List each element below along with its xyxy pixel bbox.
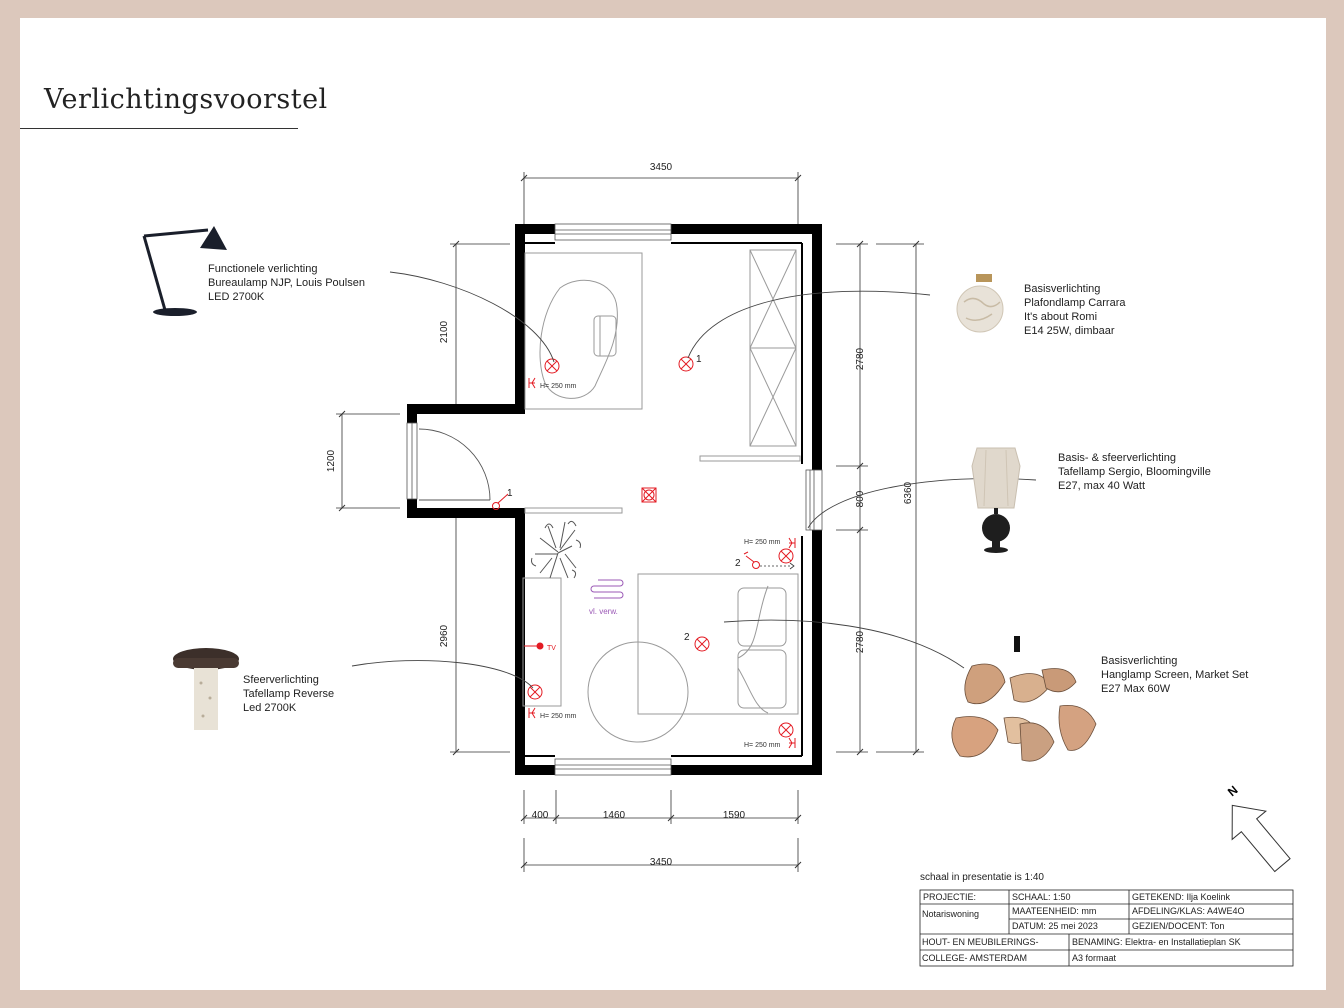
label-ceiling-line-3: It's about Romi xyxy=(1024,311,1098,323)
switch-1-icon xyxy=(492,502,500,510)
label-reverse-line-1: Sfeerverlichting xyxy=(243,674,319,686)
tb-projectie: PROJECTIE: xyxy=(923,892,977,902)
floor-heating-label: vl. verw. xyxy=(589,607,618,616)
label-functional-line-3: LED 2700K xyxy=(208,291,265,303)
dim-bottom: 3450 xyxy=(650,857,673,868)
title-block-grid xyxy=(919,889,1294,967)
tb-schaal: SCHAAL: 1:50 xyxy=(1012,892,1071,902)
pendant-lamp-image xyxy=(951,636,1097,762)
inner-wall-lines xyxy=(525,242,803,757)
tb-project-name: Notariswoning xyxy=(922,909,980,919)
windows xyxy=(406,223,823,776)
label-reverse-light: Sfeerverlichting Tafellamp Reverse Led 2… xyxy=(243,673,334,715)
dim-left-door: 1200 xyxy=(326,449,337,472)
dim-right-window: 800 xyxy=(855,490,866,507)
label-reverse-line-3: Led 2700K xyxy=(243,702,297,714)
plant xyxy=(531,520,581,579)
tb-school-line-1: HOUT- EN MEUBILERINGS- xyxy=(922,937,1039,947)
label-pendant-line-3: E27 Max 60W xyxy=(1101,683,1171,695)
tb-afdeling: AFDELING/KLAS: A4WE4O xyxy=(1132,906,1245,916)
electrical-symbols xyxy=(492,356,796,749)
tv-label: TV xyxy=(547,645,556,652)
dim-bottom-b: 1460 xyxy=(603,810,626,821)
page-title: Verlichtingsvoorstel xyxy=(44,84,328,115)
label-sergio-line-3: E27, max 40 Watt xyxy=(1058,480,1146,492)
scale-note: schaal in presentatie is 1:40 xyxy=(920,872,1044,883)
label-pendant-light: Basisverlichting Hanglamp Screen, Market… xyxy=(1101,654,1248,696)
label-sergio-light: Basis- & sfeerverlichting Tafellamp Serg… xyxy=(1058,451,1211,493)
tv-outlet-icon xyxy=(536,642,544,650)
title-underline xyxy=(20,128,298,129)
label-functional-light: Functionele verlichting Bureaulamp NJP, … xyxy=(208,262,365,304)
floor-plan: 3450 3450 400 1460 1590 2100 1200 2960 2… xyxy=(142,162,1294,967)
tb-benaming: BENAMING: Elektra- en Installatieplan SK xyxy=(1072,937,1241,947)
light-point-ceiling-1 xyxy=(678,356,694,372)
entrance-door xyxy=(418,428,491,501)
dim-right-total: 6360 xyxy=(903,481,914,504)
socket-height-label-1: H= 250 mm xyxy=(540,383,577,390)
dim-top: 3450 xyxy=(650,162,673,173)
dim-bottom-c: 1590 xyxy=(723,810,746,821)
desk-lamp-image xyxy=(142,226,227,316)
label-pendant-line-2: Hanglamp Screen, Market Set xyxy=(1101,669,1249,681)
dim-left-lower: 2960 xyxy=(439,624,450,647)
dim-right-lower: 2780 xyxy=(855,630,866,653)
tb-gezien: GEZIEN/DOCENT: Ton xyxy=(1132,921,1225,931)
label-reverse-line-2: Tafellamp Reverse xyxy=(243,688,335,700)
tb-datum: DATUM: 25 mei 2023 xyxy=(1012,921,1098,931)
sergio-lamp-image xyxy=(971,447,1021,553)
light-point-right-lower xyxy=(778,722,794,738)
switch-2-label: 2 xyxy=(735,558,741,569)
label-ceiling-line-4: E14 25W, dimbaar xyxy=(1024,325,1115,337)
socket-height-label-4: H= 250 mm xyxy=(744,742,781,749)
walls xyxy=(407,224,822,775)
reverse-lamp-image xyxy=(173,648,239,730)
light-2-label: 2 xyxy=(684,632,690,643)
label-functional-line-1: Functionele verlichting xyxy=(208,263,318,275)
label-ceiling-line-1: Basisverlichting xyxy=(1024,283,1101,295)
tb-maateenheid: MAATEENHEID: mm xyxy=(1012,906,1097,916)
label-ceiling-light: Basisverlichting Plafondlamp Carrara It'… xyxy=(1024,282,1126,338)
north-arrow-icon xyxy=(1231,804,1291,873)
label-functional-line-2: Bureaulamp NJP, Louis Poulsen xyxy=(208,277,365,289)
smoke-detector-icon xyxy=(641,487,657,503)
light-point-tv xyxy=(527,684,543,700)
light-1-label: 1 xyxy=(696,354,702,365)
dim-bottom-a: 400 xyxy=(532,810,549,821)
light-point-right-upper xyxy=(778,548,794,564)
tb-school-line-2: COLLEGE- AMSTERDAM xyxy=(922,953,1028,963)
socket-height-label-3: H= 250 mm xyxy=(744,539,781,546)
socket-height-label-2: H= 250 mm xyxy=(540,713,577,720)
light-point-bed-2 xyxy=(694,636,710,652)
switch-1-label: 1 xyxy=(507,488,513,499)
label-sergio-line-2: Tafellamp Sergio, Bloomingville xyxy=(1058,466,1211,478)
switch-2-icon xyxy=(752,561,760,569)
light-point-bath xyxy=(544,358,560,374)
dim-right-upper: 2780 xyxy=(855,347,866,370)
tb-formaat: A3 formaat xyxy=(1072,953,1117,963)
dim-left-upper: 2100 xyxy=(439,320,450,343)
tb-getekend: GETEKEND: Ilja Koelink xyxy=(1132,892,1231,902)
ceiling-lamp-image xyxy=(956,274,1004,333)
drawing-sheet: Verlichtingsvoorstel xyxy=(20,18,1326,990)
label-pendant-line-1: Basisverlichting xyxy=(1101,655,1178,667)
label-ceiling-line-2: Plafondlamp Carrara xyxy=(1024,297,1126,309)
north-label: N xyxy=(1225,783,1241,799)
floor-heating-icon xyxy=(590,579,624,599)
furniture xyxy=(522,249,801,743)
leader-lines xyxy=(351,271,1037,689)
label-sergio-line-1: Basis- & sfeerverlichting xyxy=(1058,452,1176,464)
